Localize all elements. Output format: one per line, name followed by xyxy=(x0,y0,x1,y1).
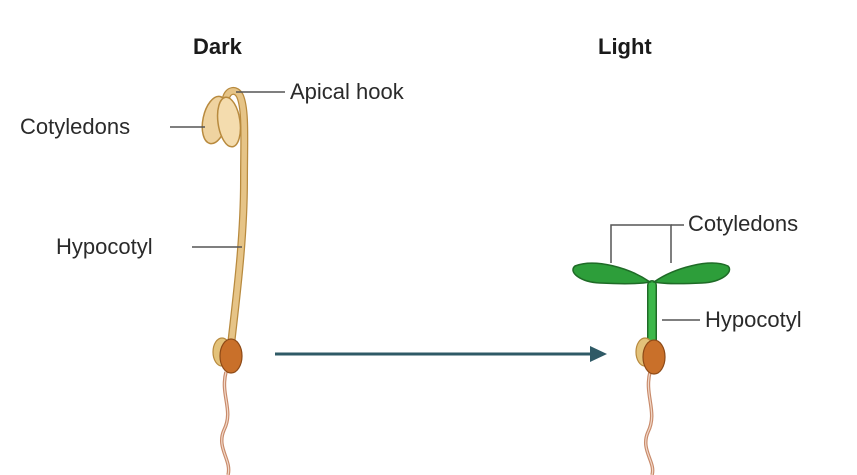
light-seed xyxy=(643,340,665,374)
light-title: Light xyxy=(598,34,652,60)
light-seedling xyxy=(573,263,730,475)
transition-arrow xyxy=(275,346,607,362)
label-light-hypocotyl: Hypocotyl xyxy=(705,307,802,333)
dark-seedling xyxy=(198,91,244,475)
dark-seed xyxy=(220,339,242,373)
dark-title: Dark xyxy=(193,34,242,60)
light-cotyledon-right xyxy=(654,263,730,284)
label-apical-hook: Apical hook xyxy=(290,79,404,105)
label-dark-cotyledons: Cotyledons xyxy=(20,114,130,140)
leader-light-cotyledons xyxy=(611,225,684,263)
light-cotyledon-left xyxy=(573,263,650,284)
label-dark-hypocotyl: Hypocotyl xyxy=(56,234,153,260)
label-light-cotyledons: Cotyledons xyxy=(688,211,798,237)
